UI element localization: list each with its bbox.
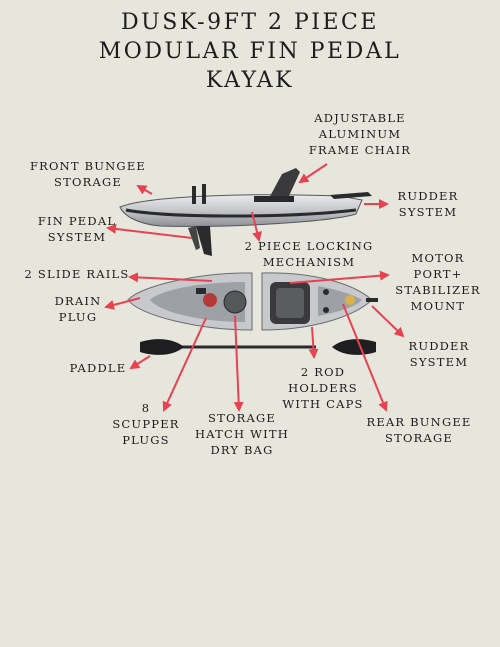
arrow-drain-plug bbox=[104, 297, 141, 310]
arrow-chair bbox=[298, 163, 328, 184]
paddle-illustration bbox=[140, 339, 376, 355]
label-drain-plug: DRAIN PLUG bbox=[54, 294, 102, 324]
page-title: DUSK-9FT 2 PIECE MODULAR FIN PEDAL KAYAK bbox=[0, 8, 500, 95]
label-fin-pedal: FIN PEDAL SYSTEM bbox=[37, 214, 117, 244]
arrow-slide-rails bbox=[128, 272, 213, 283]
label-locking-mechanism: 2 PIECE LOCKING MECHANISM bbox=[244, 239, 374, 269]
arrow-locking bbox=[251, 211, 262, 242]
callout-arrows bbox=[104, 163, 405, 412]
arrow-front-bungee bbox=[136, 185, 153, 195]
label-storage-hatch: STORAGE HATCH WITH DRY BAG bbox=[195, 411, 289, 457]
label-motor-port: MOTOR PORT+ STABILIZER MOUNT bbox=[395, 251, 481, 313]
label-rudder-system-bottom: RUDDER SYSTEM bbox=[408, 339, 470, 369]
title-line-1: DUSK-9FT 2 PIECE bbox=[121, 10, 379, 35]
kayak-top-view bbox=[127, 272, 378, 331]
label-front-bungee: FRONT BUNGEE STORAGE bbox=[29, 159, 147, 189]
title-line-2: MODULAR FIN PEDAL bbox=[98, 39, 402, 64]
arrow-motor-port bbox=[289, 270, 390, 284]
arrow-rear-bungee bbox=[342, 303, 388, 412]
title-line-3: KAYAK bbox=[205, 68, 295, 93]
arrow-storage-hatch bbox=[233, 315, 244, 412]
arrow-rudder-bottom bbox=[371, 305, 405, 338]
label-adjustable-chair: ADJUSTABLE ALUMINUM FRAME CHAIR bbox=[308, 111, 412, 157]
label-paddle: PADDLE bbox=[69, 361, 127, 375]
arrow-scupper-plugs bbox=[162, 317, 207, 412]
arrow-fin-pedal bbox=[106, 223, 193, 239]
label-rear-bungee: REAR BUNGEE STORAGE bbox=[366, 415, 472, 445]
label-rod-holders: 2 ROD HOLDERS WITH CAPS bbox=[282, 365, 364, 411]
label-scupper-plugs: 8 SCUPPER PLUGS bbox=[112, 401, 180, 447]
kayak-side-view bbox=[119, 168, 372, 256]
arrow-rod-holders bbox=[308, 326, 319, 359]
arrow-paddle bbox=[129, 355, 151, 370]
label-rudder-system-top: RUDDER SYSTEM bbox=[397, 189, 459, 219]
label-slide-rails: 2 SLIDE RAILS bbox=[24, 267, 130, 281]
